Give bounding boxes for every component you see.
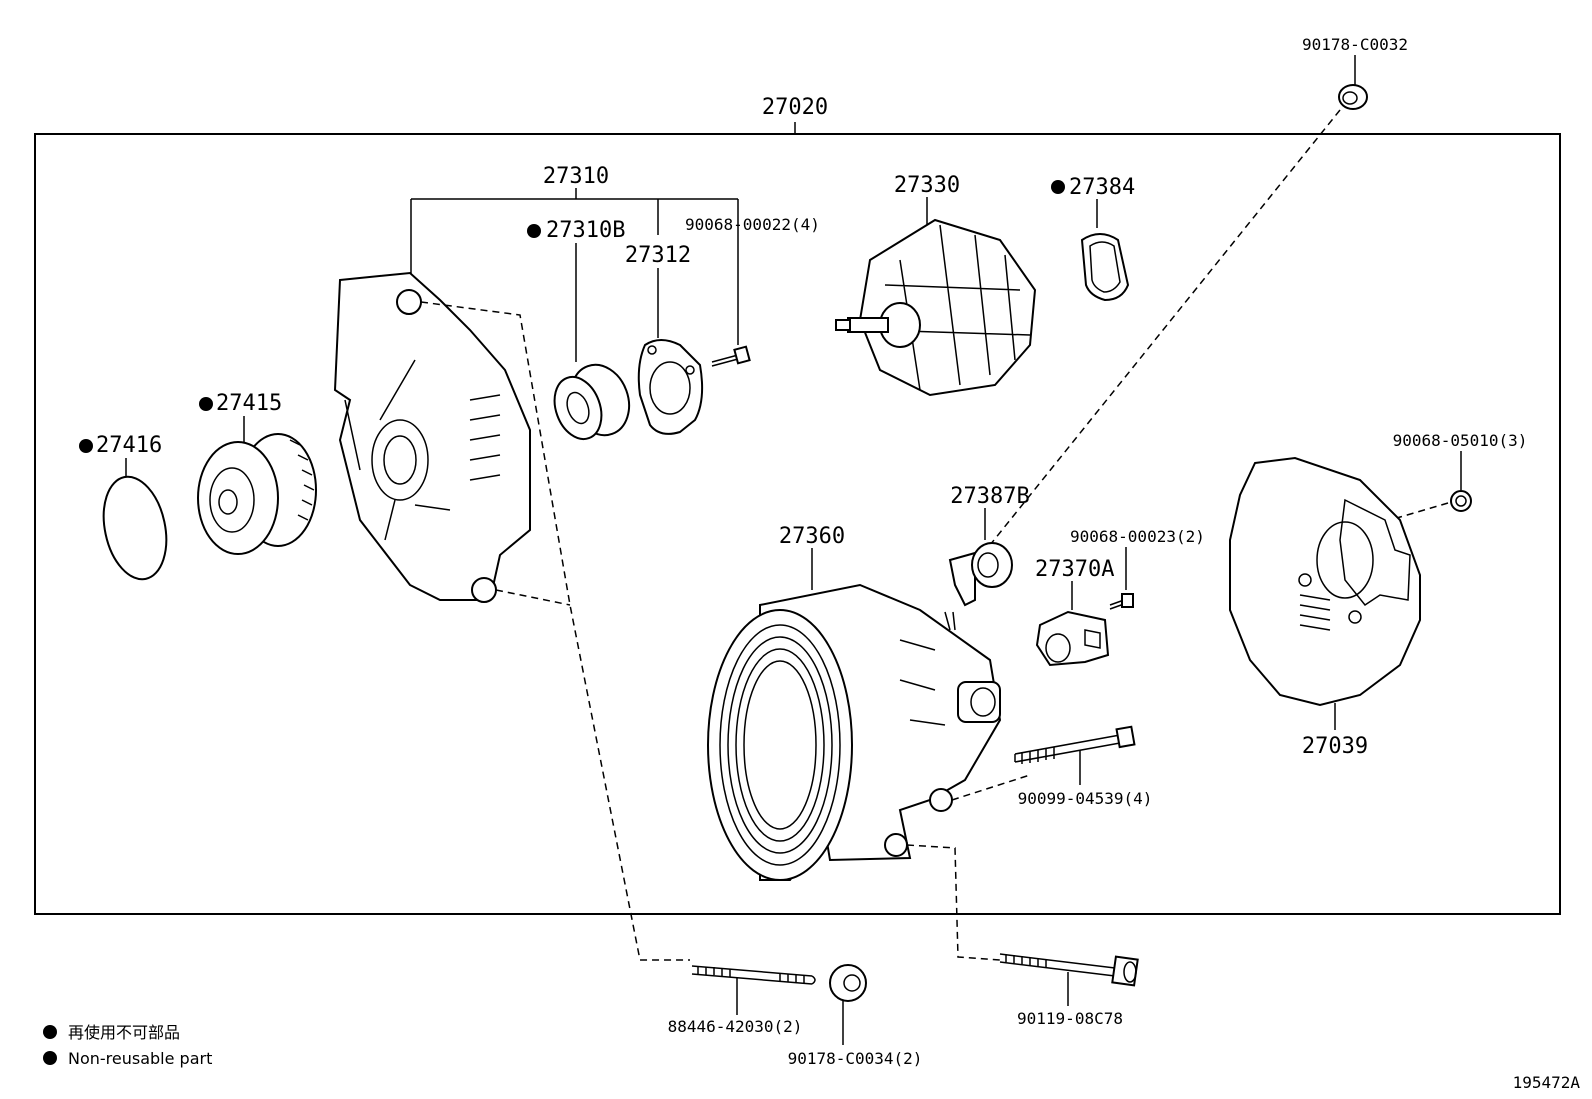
label-27415: 27415 bbox=[216, 391, 282, 416]
nut-c0034-part bbox=[829, 964, 867, 1002]
label-27312: 27312 bbox=[625, 243, 691, 268]
brush-holder-part bbox=[1035, 610, 1110, 667]
label-27310: 27310 bbox=[543, 164, 609, 189]
bearing-part bbox=[553, 363, 631, 440]
label-90099-04539: 90099-04539(4) bbox=[1018, 789, 1153, 808]
label-90119-08C78: 90119-08C78 bbox=[1017, 1009, 1123, 1028]
bolt-08c78-part bbox=[999, 953, 1139, 987]
label-90178-C0034: 90178-C0034(2) bbox=[788, 1049, 923, 1068]
label-27330: 27330 bbox=[894, 173, 960, 198]
label-27370A: 27370A bbox=[1035, 557, 1114, 582]
stator-part bbox=[707, 583, 1002, 881]
screw-part bbox=[711, 345, 751, 367]
label-27310B: 27310B bbox=[546, 218, 625, 243]
legend-dot-jp bbox=[43, 1025, 57, 1039]
label-27360: 27360 bbox=[779, 524, 845, 549]
rotor-part bbox=[835, 218, 1037, 397]
stud-bolt-part bbox=[691, 965, 816, 985]
label-27387B: 27387B bbox=[950, 484, 1029, 509]
legend-text-en: Non-reusable part bbox=[68, 1049, 212, 1068]
label-27039: 27039 bbox=[1302, 734, 1368, 759]
non-reusable-dot bbox=[79, 439, 93, 453]
label-90068-00022: 90068-00022(4) bbox=[685, 215, 820, 234]
screw-00023-part bbox=[1109, 593, 1134, 610]
drive-end-frame-part bbox=[333, 271, 531, 603]
label-90068-05010: 90068-05010(3) bbox=[1393, 431, 1528, 450]
assembly-frame bbox=[34, 133, 1561, 915]
label-90068-00023: 90068-00023(2) bbox=[1070, 527, 1205, 546]
cap-part bbox=[102, 475, 168, 581]
label-27384: 27384 bbox=[1069, 175, 1135, 200]
legend-text-jp: 再使用不可部品 bbox=[68, 1023, 180, 1042]
label-27416: 27416 bbox=[96, 433, 162, 458]
figure-code: 195472A bbox=[1513, 1073, 1581, 1092]
nut-05010-part bbox=[1450, 490, 1472, 512]
pulley-part bbox=[197, 433, 317, 555]
nut-c0032-part bbox=[1338, 84, 1368, 110]
label-90178-C0032: 90178-C0032 bbox=[1302, 35, 1408, 54]
label-27020: 27020 bbox=[762, 95, 828, 120]
legend-dot-en bbox=[43, 1051, 57, 1065]
label-88446-42030: 88446-42030(2) bbox=[668, 1017, 803, 1036]
through-bolt-part bbox=[1014, 725, 1136, 764]
insulator-part bbox=[948, 542, 1013, 607]
non-reusable-dot bbox=[1051, 180, 1065, 194]
retainer-plate-part bbox=[637, 339, 704, 435]
non-reusable-dot bbox=[527, 224, 541, 238]
non-reusable-dot bbox=[199, 397, 213, 411]
rear-cover-part bbox=[1229, 456, 1421, 707]
seal-part bbox=[1080, 233, 1130, 302]
